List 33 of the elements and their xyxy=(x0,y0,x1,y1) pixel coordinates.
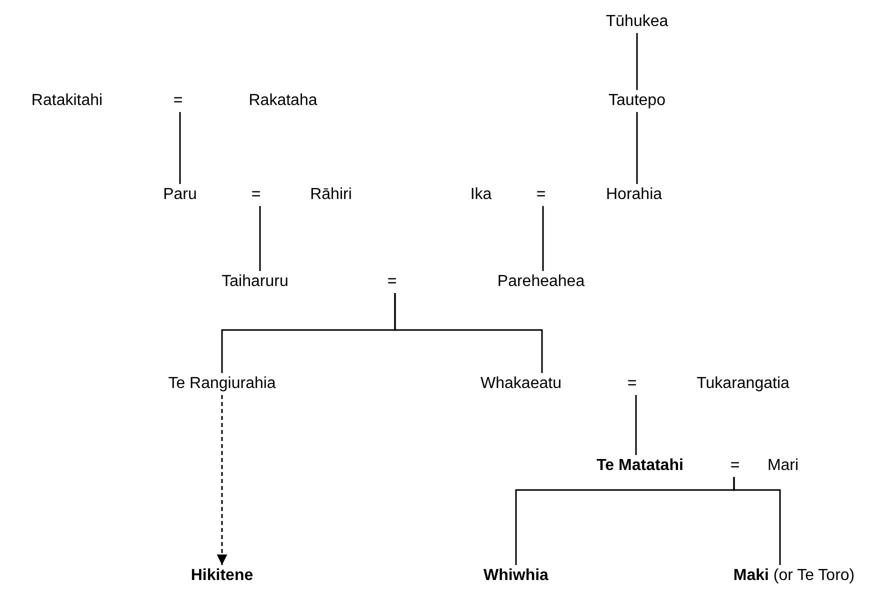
person-name: Mari xyxy=(767,456,799,476)
descent-line xyxy=(179,112,181,184)
person-name: Te Rangiurahia xyxy=(168,374,276,394)
descent-line xyxy=(259,206,261,271)
descent-line xyxy=(542,206,544,271)
descent-line xyxy=(635,395,637,455)
marriage-sign: = xyxy=(387,272,397,292)
descent-arrow xyxy=(216,395,228,565)
person-name: Pareheahea xyxy=(497,272,585,292)
person-name: Paru xyxy=(163,185,197,205)
descent-line xyxy=(636,112,638,184)
person-name: Tautepo xyxy=(608,91,666,111)
person-name: Rāhiri xyxy=(310,185,352,205)
person-name: Hikitene xyxy=(190,566,254,586)
person-name: Te Matatahi xyxy=(596,456,684,476)
person-name: Ratakitahi xyxy=(31,91,103,111)
marriage-sign: = xyxy=(730,456,740,476)
person-name: Maki (or Te Toro) xyxy=(733,566,855,586)
person-name: Ika xyxy=(470,185,492,205)
person-name: Rakataha xyxy=(248,91,318,111)
person-name: Whiwhia xyxy=(484,566,548,586)
person-name: Taiharuru xyxy=(222,272,288,292)
descent-line xyxy=(733,477,781,565)
marriage-sign: = xyxy=(627,374,637,394)
marriage-sign: = xyxy=(536,185,546,205)
marriage-sign: = xyxy=(251,185,261,205)
marriage-sign: = xyxy=(173,91,183,111)
descent-line xyxy=(394,293,543,373)
person-name: Whakaeatu xyxy=(480,374,562,394)
person-name: Tukarangatia xyxy=(696,374,790,394)
person-name: Horahia xyxy=(606,185,662,205)
descent-line xyxy=(636,33,638,90)
person-name: Tūhukea xyxy=(606,12,668,32)
